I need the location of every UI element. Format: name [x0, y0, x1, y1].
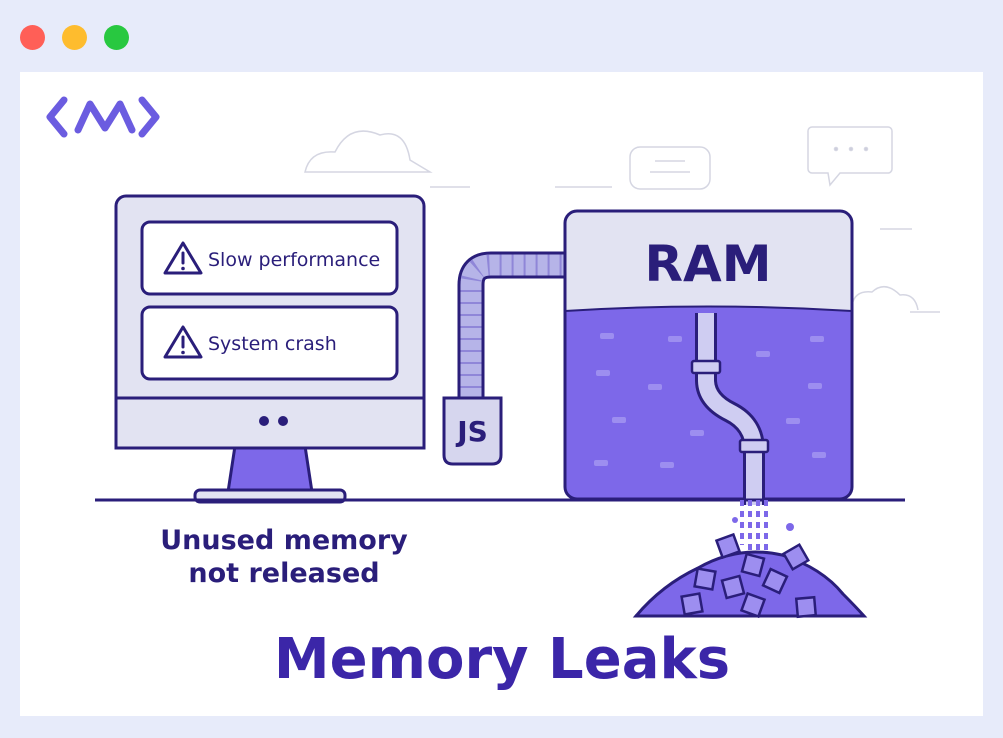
warning-triangle-icon — [163, 241, 203, 275]
monitor-led-icon — [278, 416, 288, 426]
warning-card-system-crash: System crash — [140, 305, 399, 381]
close-window-button[interactable] — [20, 25, 45, 50]
warning-label-system-crash: System crash — [208, 333, 337, 355]
leaked-memory-pile — [632, 500, 868, 619]
code-brackets-logo-icon — [46, 96, 160, 138]
memory-blocks — [594, 333, 826, 468]
minimize-window-button[interactable] — [62, 25, 87, 50]
monitor-chin — [114, 396, 426, 450]
warning-card-slow-performance: Slow performance — [140, 220, 399, 296]
warning-triangle-icon — [163, 325, 203, 359]
connector-pipe — [457, 251, 565, 400]
monitor-stand — [226, 444, 314, 494]
ram-label: RAM — [645, 235, 772, 293]
ram-tank: RAM — [563, 209, 854, 505]
js-connector-block: JS — [442, 396, 503, 466]
page-title: Memory Leaks — [274, 627, 730, 692]
leak-pipe — [690, 313, 770, 505]
warning-label-slow-performance: Slow performance — [208, 249, 380, 271]
caption-line-1: Unused memory — [160, 525, 408, 556]
caption-line-2: not released — [188, 558, 379, 589]
background-decor — [304, 126, 940, 313]
js-label: JS — [455, 415, 488, 448]
maximize-window-button[interactable] — [104, 25, 129, 50]
monitor-led-icon — [259, 416, 269, 426]
